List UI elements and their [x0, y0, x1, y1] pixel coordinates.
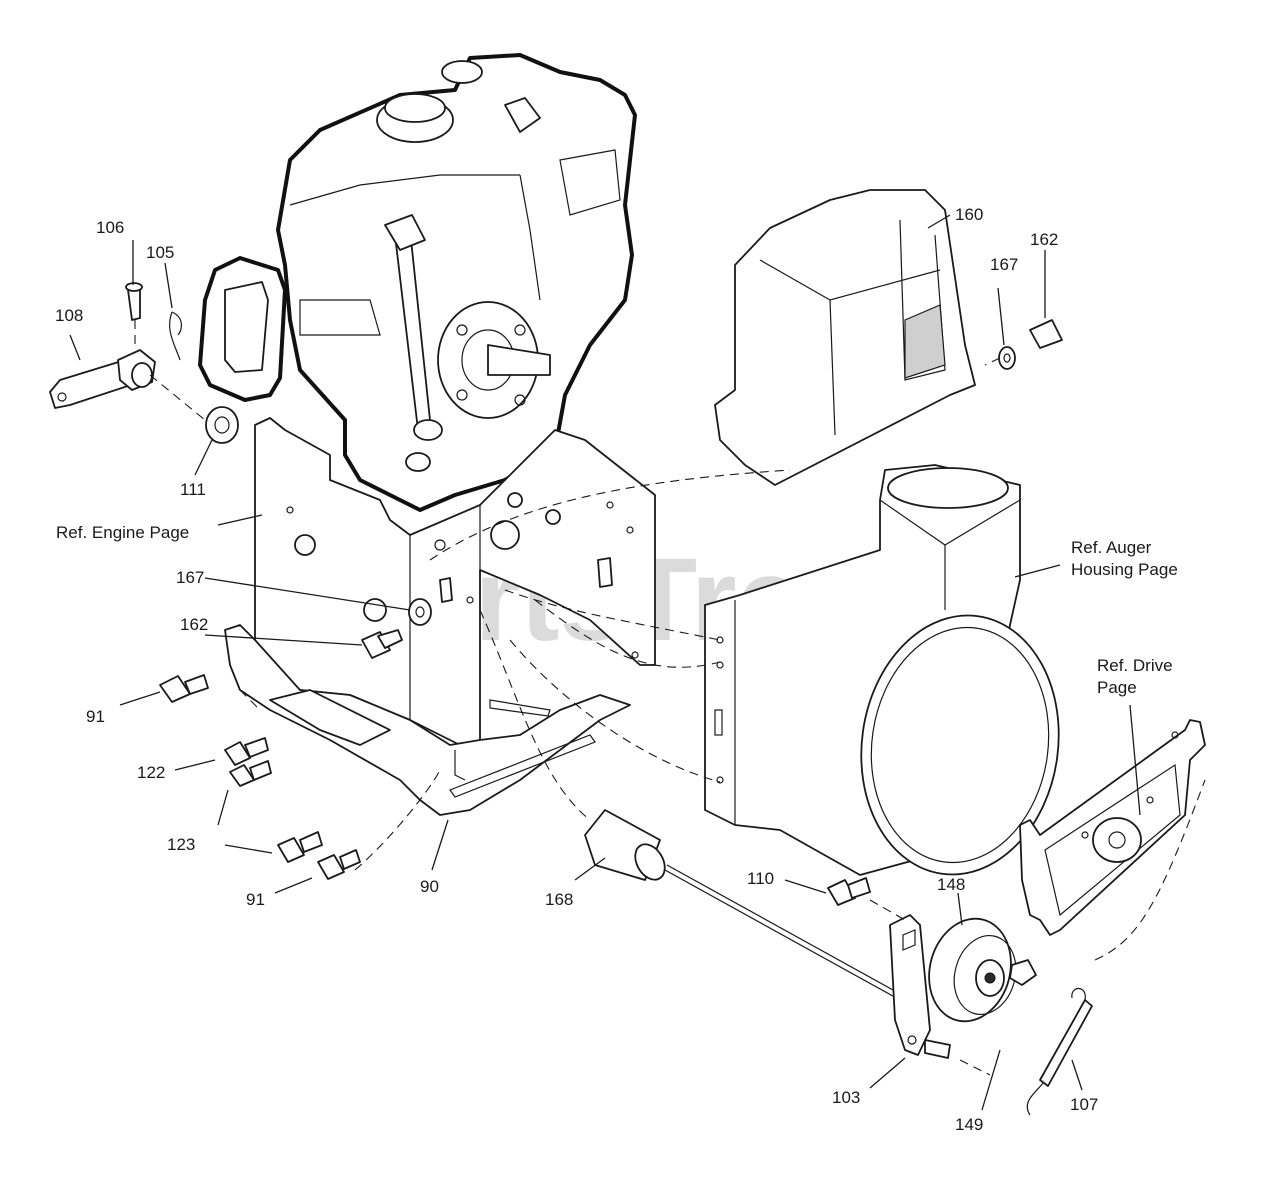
callout-148: 148 [937, 875, 965, 894]
callout-123: 123 [167, 835, 195, 854]
ref-drive-page-line2: Page [1097, 678, 1137, 697]
ref-auger-housing-line2: Housing Page [1071, 560, 1178, 579]
washer-111 [205, 406, 239, 444]
callout-167-cover: 167 [990, 255, 1018, 274]
hairpin-105 [168, 311, 182, 361]
auger-housing [704, 464, 1060, 876]
ref-engine-page: Ref. Engine Page [56, 523, 189, 542]
leader-lines [69, 214, 1141, 1111]
callout-108: 108 [55, 306, 83, 325]
callout-167-frame: 167 [176, 568, 204, 587]
callout-91-upper: 91 [86, 707, 105, 726]
drive-plate [1019, 719, 1206, 936]
callout-168: 168 [545, 890, 573, 909]
ref-drive-page-line1: Ref. Drive [1097, 656, 1173, 675]
callout-91-lower: 91 [246, 890, 265, 909]
frame [224, 417, 656, 816]
assembly-lines [134, 320, 1206, 1076]
callout-106: 106 [96, 218, 124, 237]
callout-110: 110 [747, 869, 774, 888]
callout-90: 90 [420, 877, 439, 896]
callout-160: 160 [955, 205, 983, 224]
idler-arm-103 [889, 914, 931, 1056]
callout-162-frame: 162 [180, 615, 208, 634]
small-parts [49, 282, 1093, 1116]
ref-auger-housing-line1: Ref. Auger [1071, 538, 1152, 557]
engine [198, 53, 637, 512]
callout-103: 103 [832, 1088, 860, 1107]
callout-labels: 106 105 108 111 Ref. Engine Page 167 162… [55, 205, 1178, 1134]
callout-122: 122 [137, 763, 165, 782]
callout-162-cover: 162 [1030, 230, 1058, 249]
spring-107 [1026, 1079, 1046, 1116]
callout-107: 107 [1070, 1095, 1098, 1114]
callout-111: 111 [180, 480, 206, 499]
callout-149: 149 [955, 1115, 983, 1134]
callout-105: 105 [146, 243, 174, 262]
belt-cover [714, 189, 976, 486]
